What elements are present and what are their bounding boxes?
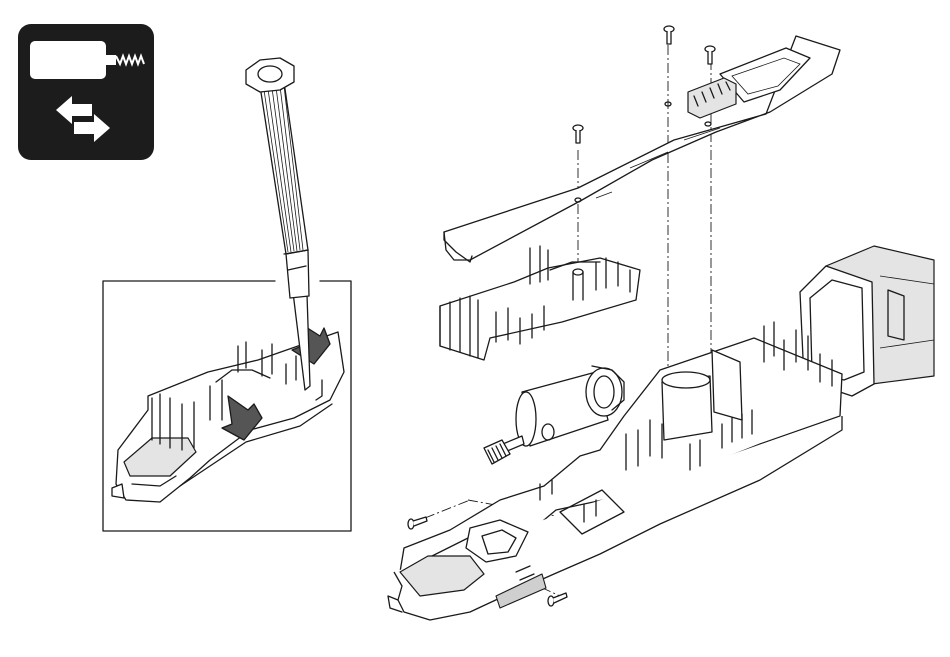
pcb-board: [444, 36, 840, 262]
detail-inset: [103, 281, 351, 531]
screwdriver: [246, 58, 310, 390]
motor-replacement-icon: [18, 24, 154, 160]
chassis: [388, 322, 842, 620]
motor-housing: [440, 246, 640, 360]
